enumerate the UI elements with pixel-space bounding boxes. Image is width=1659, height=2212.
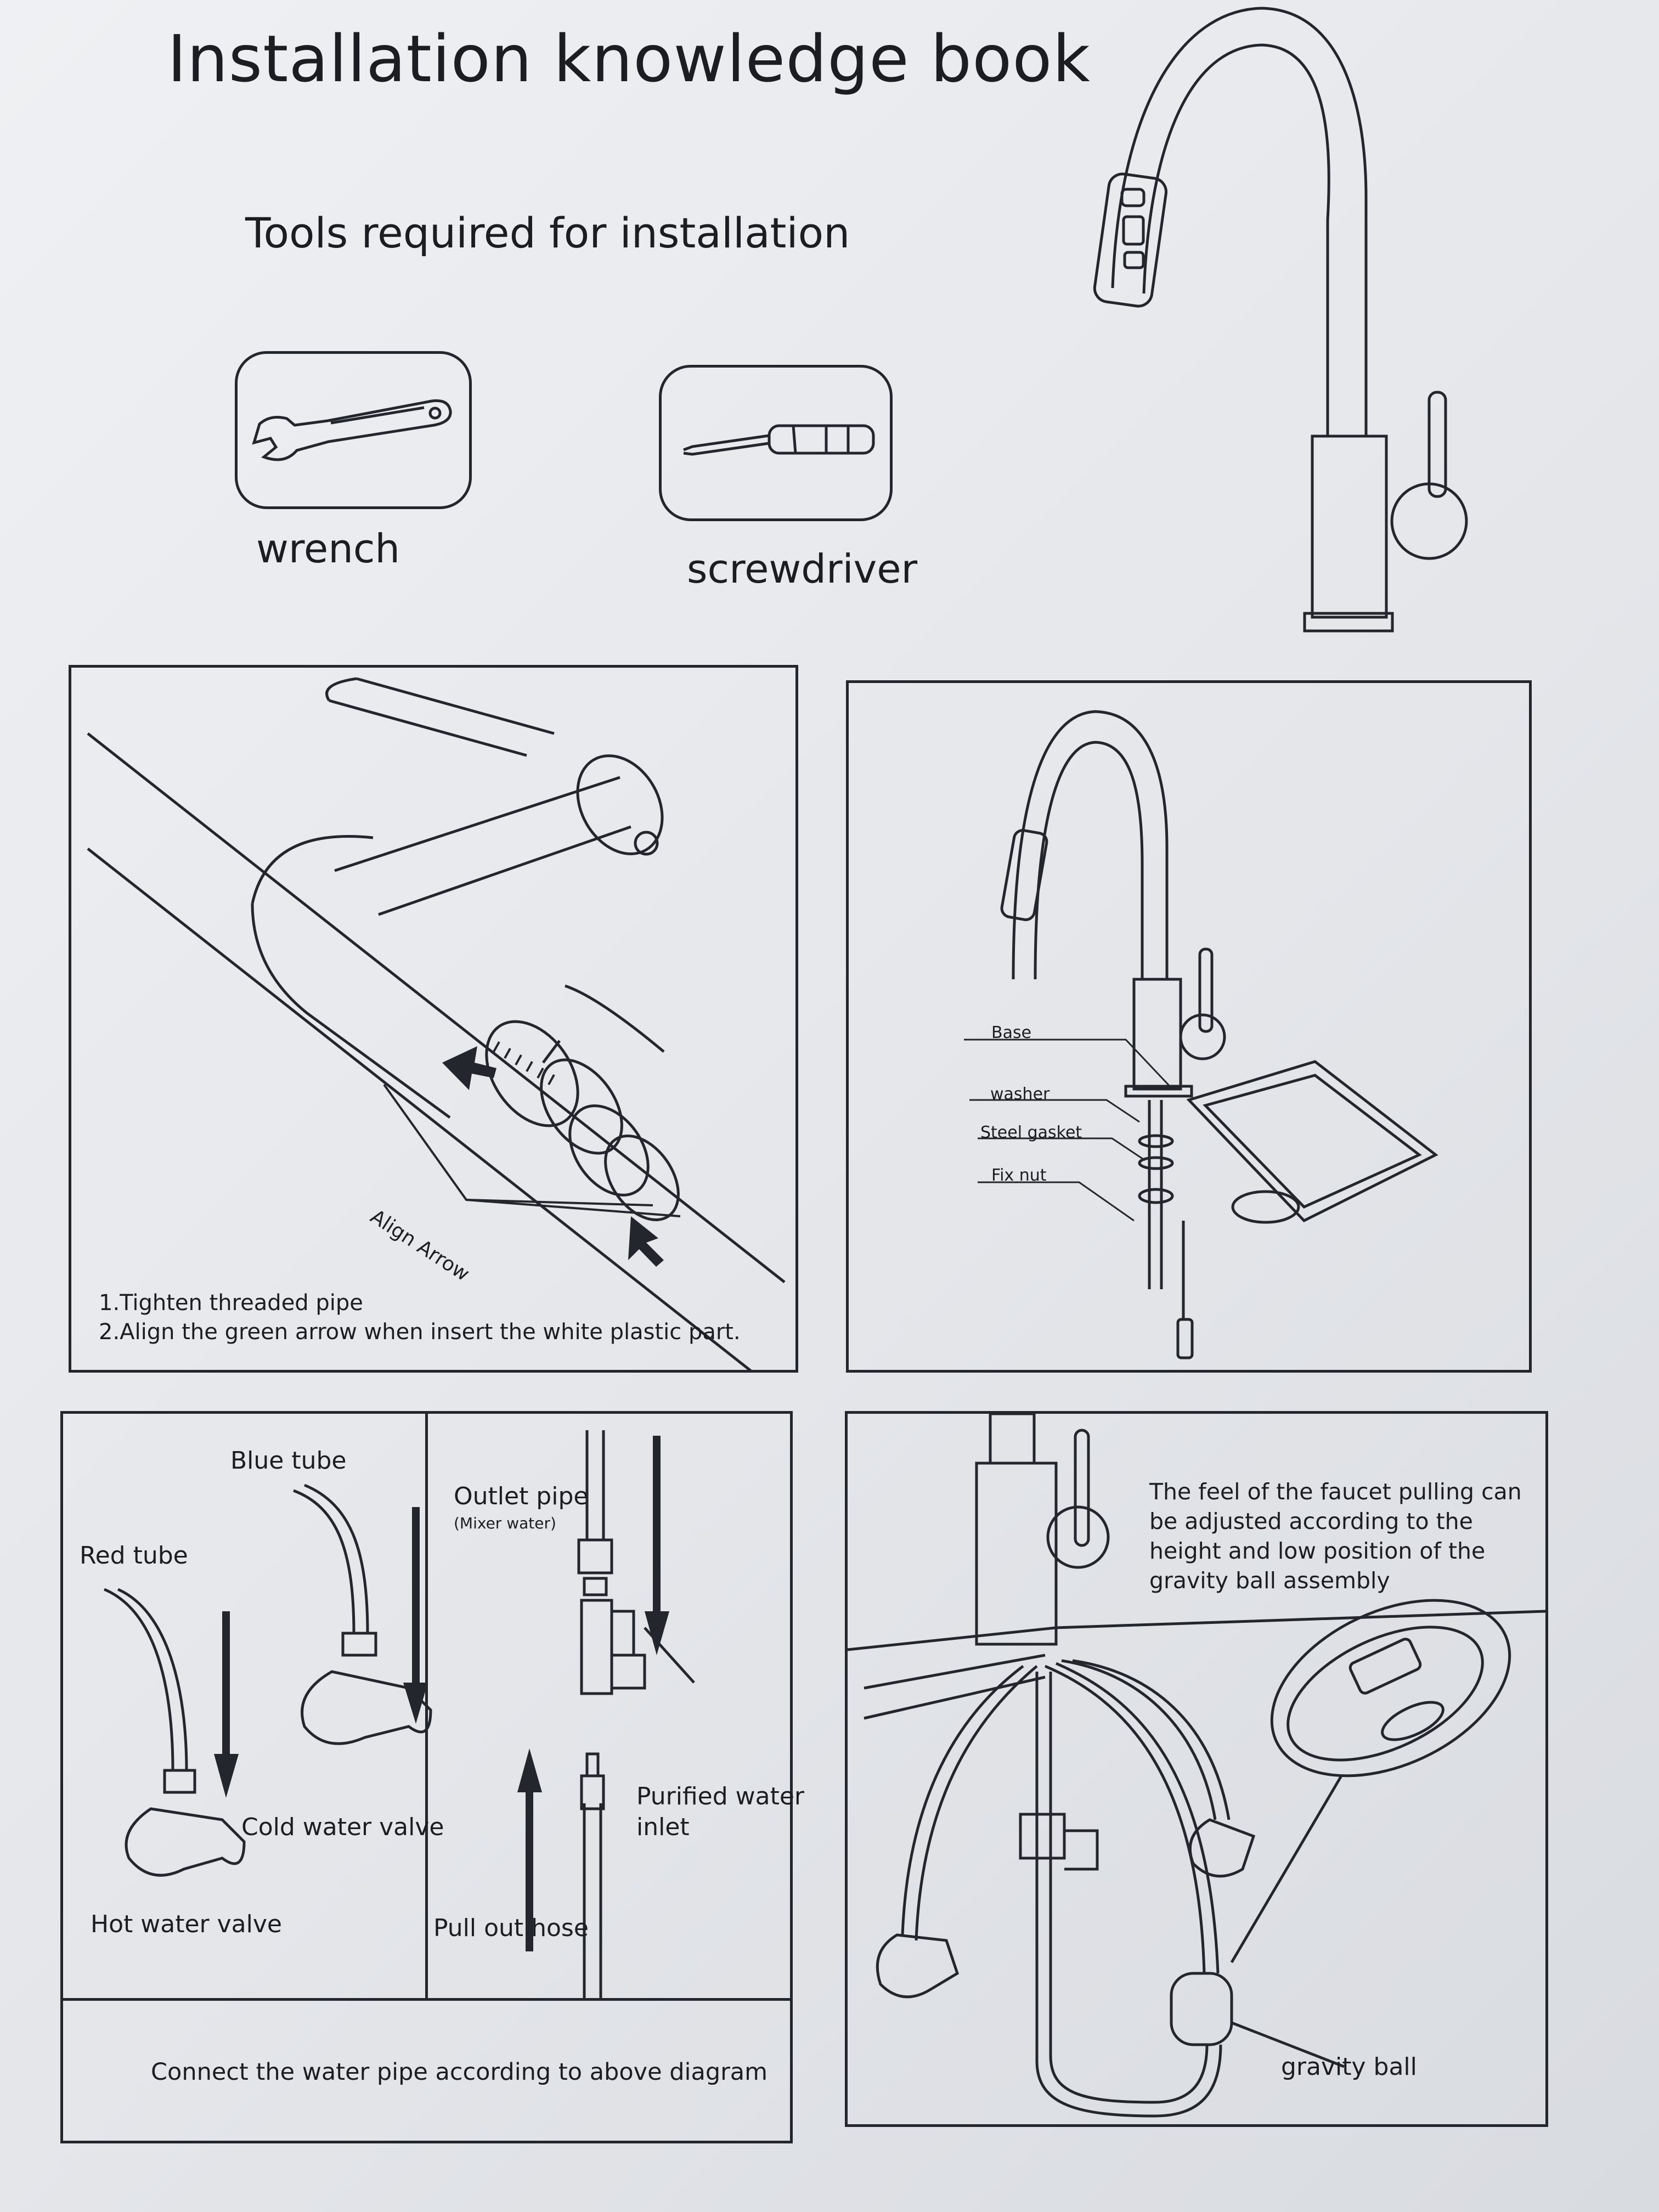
outlet-pipe-sub-label: (Mixer water) <box>454 1514 556 1532</box>
gravity-ball-note: The feel of the faucet pulling can be ad… <box>1149 1479 1522 1594</box>
pipe-connection-panel: Blue tube Red tube Cold water valve Hot … <box>60 1411 804 2143</box>
red-tube-label: Red tube <box>80 1542 188 1570</box>
washer-label: washer <box>990 1085 1050 1104</box>
screwdriver-tool-box <box>659 365 893 521</box>
step-2-text: 2.Align the green arrow when insert the … <box>99 1319 741 1345</box>
pipe-connection-diagram <box>104 1430 695 2001</box>
connection-footer-note: Connect the water pipe according to abov… <box>151 2058 768 2086</box>
wrench-tool-box <box>235 351 472 509</box>
purified-water-label-line2: inlet <box>636 1813 690 1841</box>
threaded-pipe-diagram <box>87 677 786 1370</box>
hot-water-valve-label: Hot water valve <box>91 1910 282 1938</box>
gravity-ball-diagram <box>848 1414 1545 2118</box>
screwdriver-label: screwdriver <box>687 546 918 592</box>
threaded-pipe-panel: Align Arrow 1.Tighten threaded pipe 2.Al… <box>69 665 798 1373</box>
fix-nut-label: Fix nut <box>991 1166 1047 1185</box>
tools-heading: Tools required for installation <box>245 208 850 257</box>
gravity-ball-panel: The feel of the faucet pulling can be ad… <box>845 1411 1548 2127</box>
cold-water-valve-label: Cold water valve <box>241 1813 444 1841</box>
panel-divider-horizontal <box>63 1998 790 2001</box>
base-mounting-panel: Base washer Steel gasket Fix nut <box>846 680 1532 1373</box>
blue-tube-label: Blue tube <box>230 1447 347 1475</box>
page-title: Installation knowledge book <box>167 21 1091 97</box>
steel-gasket-label: Steel gasket <box>980 1123 1082 1142</box>
step-1-text: 1.Tighten threaded pipe <box>99 1290 363 1316</box>
base-label: Base <box>991 1023 1032 1042</box>
gravity-ball-label: gravity ball <box>1281 2053 1417 2081</box>
screwdriver-icon <box>683 424 875 456</box>
purified-water-label-line1: Purified water <box>636 1782 805 1810</box>
pull-out-hose-label: Pull out hose <box>433 1914 589 1942</box>
outlet-pipe-label: Outlet pipe <box>454 1482 589 1510</box>
wrench-icon <box>252 399 452 461</box>
wrench-label: wrench <box>256 526 400 572</box>
base-mounting-diagram <box>964 710 1438 1359</box>
